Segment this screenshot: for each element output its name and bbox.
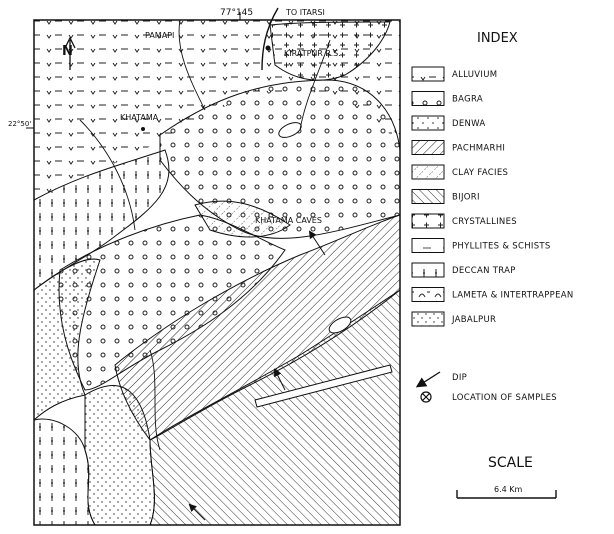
legend-label: CRYSTALLINES	[452, 217, 517, 227]
samples-label: LOCATION OF SAMPLES	[452, 393, 557, 403]
north-arrow: N	[62, 36, 76, 70]
place-khatama-caves: KHATAMA CAVES	[255, 216, 322, 225]
crystallines-region	[269, 21, 391, 81]
legend-swatch	[411, 287, 445, 302]
legend-swatch	[411, 91, 445, 106]
legend-item: JABALPUR	[411, 311, 496, 327]
legend-dip: DIP	[415, 371, 467, 388]
map-area	[26, 7, 401, 526]
kiratpur-marker	[265, 45, 271, 51]
legend-label: DECCAN TRAP	[452, 266, 516, 276]
map-frame	[33, 19, 401, 526]
khatama-marker	[141, 127, 145, 131]
legend-item: LAMETA & INTERTRAPPEAN	[411, 287, 574, 302]
legend-label: JABALPUR	[451, 315, 496, 325]
legend-label: BAGRA	[452, 95, 483, 105]
legend-label: BIJORI	[452, 193, 480, 203]
route-line	[261, 7, 279, 71]
place-kiratpur: KIRATPUR R.S.	[284, 49, 341, 58]
legend-swatch	[411, 213, 445, 229]
clay-facies-region	[194, 200, 291, 238]
legend-item: BAGRA	[411, 91, 483, 106]
legend-swatch	[411, 262, 445, 278]
jabalpur-region-south	[84, 385, 155, 526]
drainage	[79, 19, 331, 451]
scale-bar	[456, 490, 557, 499]
legend-item: DENWA	[411, 115, 486, 131]
legend-label: DENWA	[452, 119, 486, 129]
dip-arrow-icon	[415, 371, 441, 388]
legend-label: PACHMARHI	[452, 144, 505, 154]
legend-swatch	[411, 66, 445, 82]
scale-value: 6.4 Km	[494, 485, 523, 494]
legend-swatch	[411, 140, 445, 155]
legend-item: ALLUVIUM	[411, 66, 497, 82]
sample-location-icon	[420, 391, 432, 403]
legend-swatch	[411, 115, 445, 131]
map-dip-arrow-2	[274, 368, 286, 391]
legend-item: CRYSTALLINES	[411, 213, 517, 229]
place-pamapi: PAMAPI	[145, 31, 174, 40]
legend-swatch	[411, 189, 445, 204]
legend-item: BIJORI	[411, 189, 480, 204]
top-coordinate: 77°145	[220, 8, 253, 18]
deccan-region	[33, 149, 170, 292]
north-label: N	[62, 44, 73, 59]
scale-title: SCALE	[488, 455, 533, 471]
legend-item: PACHMARHI	[411, 140, 505, 155]
left-coordinate: 22°50'	[8, 120, 31, 128]
jabalpur-region	[33, 258, 101, 422]
place-khatama: KHATAMA	[120, 113, 159, 122]
map-dip-arrow-1	[308, 230, 326, 256]
legend: INDEX ALLUVIUM BAGRA DENWA PACHMARHI CLAY FA…	[411, 31, 574, 499]
legend-label: CLAY FACIES	[452, 168, 508, 178]
legend-label: LAMETA & INTERTRAPPEAN	[452, 291, 574, 301]
top-route: TO ITARSI	[285, 8, 325, 17]
outlier-ellipse	[328, 316, 352, 334]
dyke	[254, 364, 393, 408]
legend-swatch	[411, 164, 445, 180]
legend-item: PHYLLITES & SCHISTS	[411, 238, 551, 253]
legend-swatch	[411, 238, 445, 253]
legend-label: ALLUVIUM	[452, 70, 497, 80]
legend-swatch	[411, 311, 445, 327]
legend-label: PHYLLITES & SCHISTS	[452, 242, 551, 252]
legend-title: INDEX	[477, 31, 518, 46]
dip-label: DIP	[452, 373, 467, 383]
legend-samples: LOCATION OF SAMPLES	[420, 391, 557, 403]
legend-item: CLAY FACIES	[411, 164, 508, 180]
map-dip-arrow-3	[188, 503, 206, 521]
legend-item: DECCAN TRAP	[411, 262, 516, 278]
